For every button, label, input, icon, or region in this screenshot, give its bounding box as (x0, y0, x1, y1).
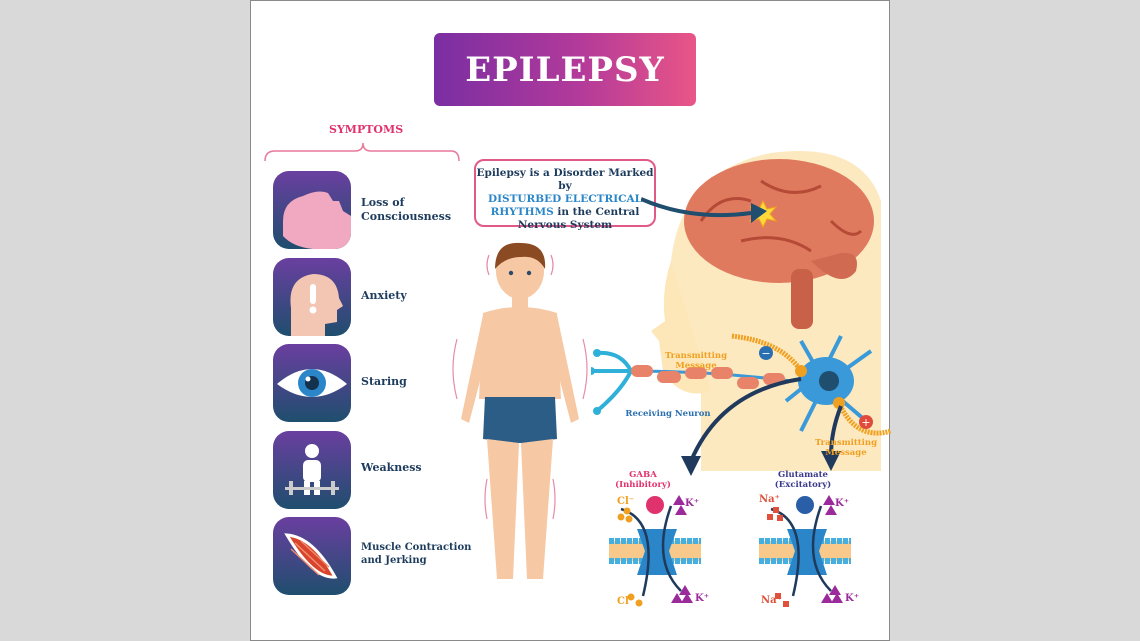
callout-arrow (641, 197, 767, 223)
symptom-label: Staring (361, 375, 407, 388)
head-silhouette-icon (283, 191, 351, 249)
person-barbell-icon (285, 444, 339, 495)
potassium-ion-label-top: K⁺ (685, 498, 699, 509)
symptom-label: Weakness (361, 461, 422, 474)
info-callout: Epilepsy is a Disorder Marked by DISTURB… (474, 159, 656, 231)
transmitting-message-label-bottom: Transmitting Message (814, 438, 878, 458)
eye-icon (277, 369, 347, 397)
info-text: Epilepsy is a Disorder Marked by (476, 167, 654, 192)
weakness-tile (273, 431, 351, 509)
potassium-ion-label-top: K⁺ (835, 498, 849, 509)
title-banner: EPILEPSY (434, 33, 696, 106)
glutamate-title: Glutamate(Excitatory) (774, 470, 832, 490)
minus-sign: − (761, 347, 770, 360)
potassium-ion-label-bottom: K⁺ (845, 593, 859, 604)
sodium-ion-label-top: Na⁺ (759, 494, 780, 505)
symptom-label: Loss of Consciousness (361, 196, 452, 223)
infographic-card: EPILEPSY SYMPTOMS Loss of Consciousness … (250, 0, 891, 641)
chloride-ion-label-top: Cl⁻ (617, 496, 635, 507)
sodium-ion-label-bottom: Na⁺ (761, 595, 782, 606)
symptom-label: Anxiety (361, 289, 407, 302)
symptoms-heading: SYMPTOMS (329, 123, 404, 136)
head-exclamation-icon (290, 274, 343, 336)
transmitting-message-label-top: Transmitting Message (664, 351, 728, 371)
boy-illustration (452, 242, 588, 579)
neuron-illustration: − + (591, 333, 891, 476)
symptom-label: Muscle Contraction and Jerking (361, 542, 472, 566)
chloride-ion-label-bottom: Cl⁻ (617, 596, 635, 607)
potassium-ion-label-bottom: K⁺ (695, 593, 709, 604)
glutamate-channel (759, 495, 851, 607)
gaba-channel (609, 495, 701, 607)
muscle-icon (284, 533, 338, 579)
symptoms-bracket (264, 142, 460, 162)
gaba-title: GABA(Inhibitory) (615, 470, 671, 490)
staring-tile (273, 344, 351, 422)
page-title: EPILEPSY (465, 49, 665, 90)
head-brain-illustration (651, 151, 881, 471)
anxiety-tile (273, 258, 351, 336)
plus-sign: + (861, 416, 870, 429)
info-text-end: in the Central Nervous System (517, 206, 640, 231)
receiving-neuron-label: Receiving Neuron (625, 409, 711, 419)
muscle-contraction-tile (273, 517, 351, 595)
info-highlight: DISTURBED ELECTRICAL RHYTHMS (487, 193, 643, 218)
loss-of-consciousness-tile (273, 171, 351, 249)
